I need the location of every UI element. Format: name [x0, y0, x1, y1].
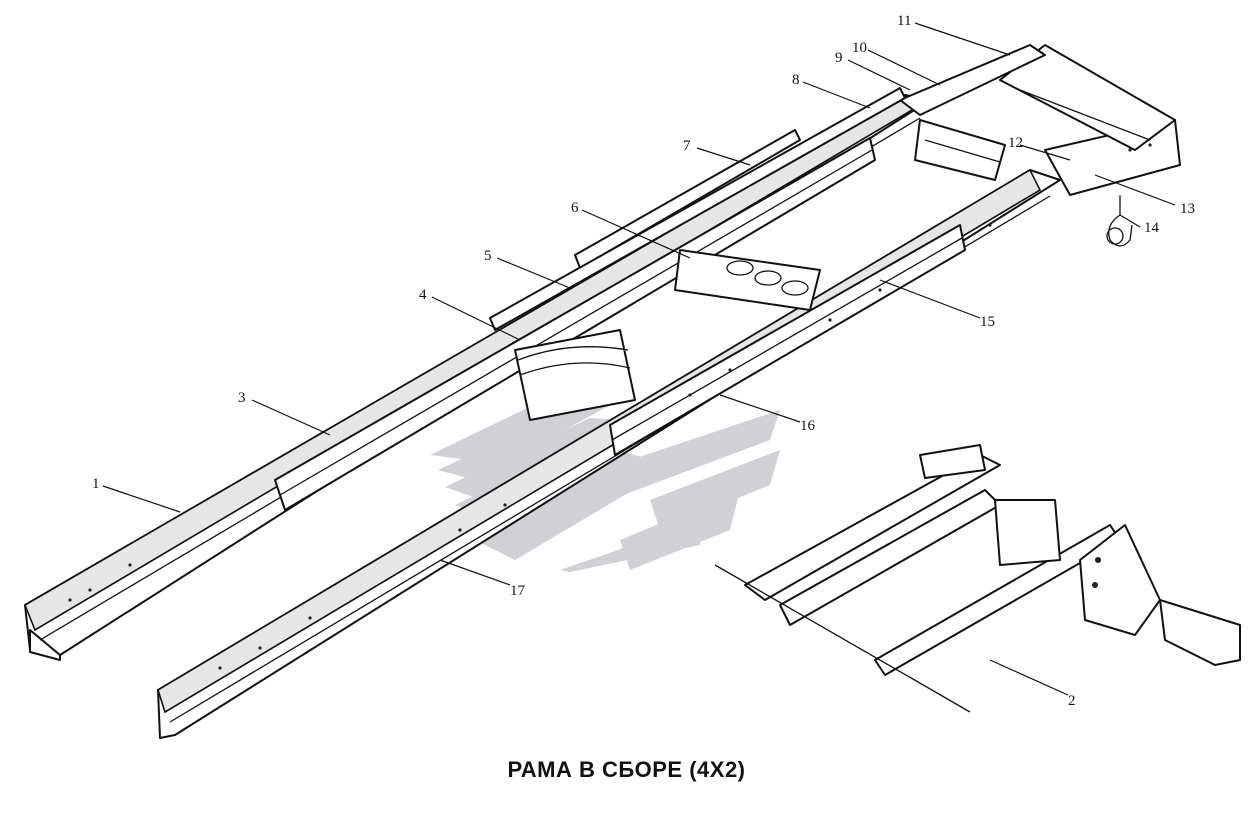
watermark-logo [430, 392, 780, 572]
crossmember-rear [914, 119, 1006, 181]
rivets [68, 143, 1152, 670]
callout-9: 9 [835, 50, 843, 66]
left-reinforcement [274, 137, 876, 511]
inset-rear-detail [714, 444, 1241, 713]
callout-6: 6 [571, 200, 579, 216]
callout-5: 5 [484, 248, 492, 264]
callout-17: 17 [510, 583, 526, 599]
callout-4: 4 [419, 287, 427, 303]
callout-labels: 1 2 3 4 5 6 7 8 9 10 11 12 13 14 15 16 1… [92, 13, 1195, 709]
callout-13: 13 [1180, 201, 1195, 217]
callout-12: 12 [1008, 135, 1023, 151]
crossmember-middle [674, 249, 821, 311]
callout-10: 10 [852, 40, 867, 56]
callout-16: 16 [800, 418, 816, 434]
callout-11: 11 [897, 13, 911, 29]
callout-14: 14 [1144, 220, 1160, 236]
callout-7: 7 [683, 138, 691, 154]
right-reinforcement [609, 224, 966, 456]
callout-2: 2 [1068, 693, 1076, 709]
callout-1: 1 [92, 476, 100, 492]
tow-hook [1106, 195, 1133, 247]
callout-15: 15 [980, 314, 995, 330]
top-plate [489, 87, 906, 331]
crossmember-front [514, 329, 636, 421]
leader-lines [102, 22, 1176, 696]
diagram-caption: РАМА В СБОРЕ (4Х2) [507, 757, 746, 782]
callout-8: 8 [792, 72, 800, 88]
upper-bracket [899, 44, 1046, 116]
callout-3: 3 [238, 390, 246, 406]
